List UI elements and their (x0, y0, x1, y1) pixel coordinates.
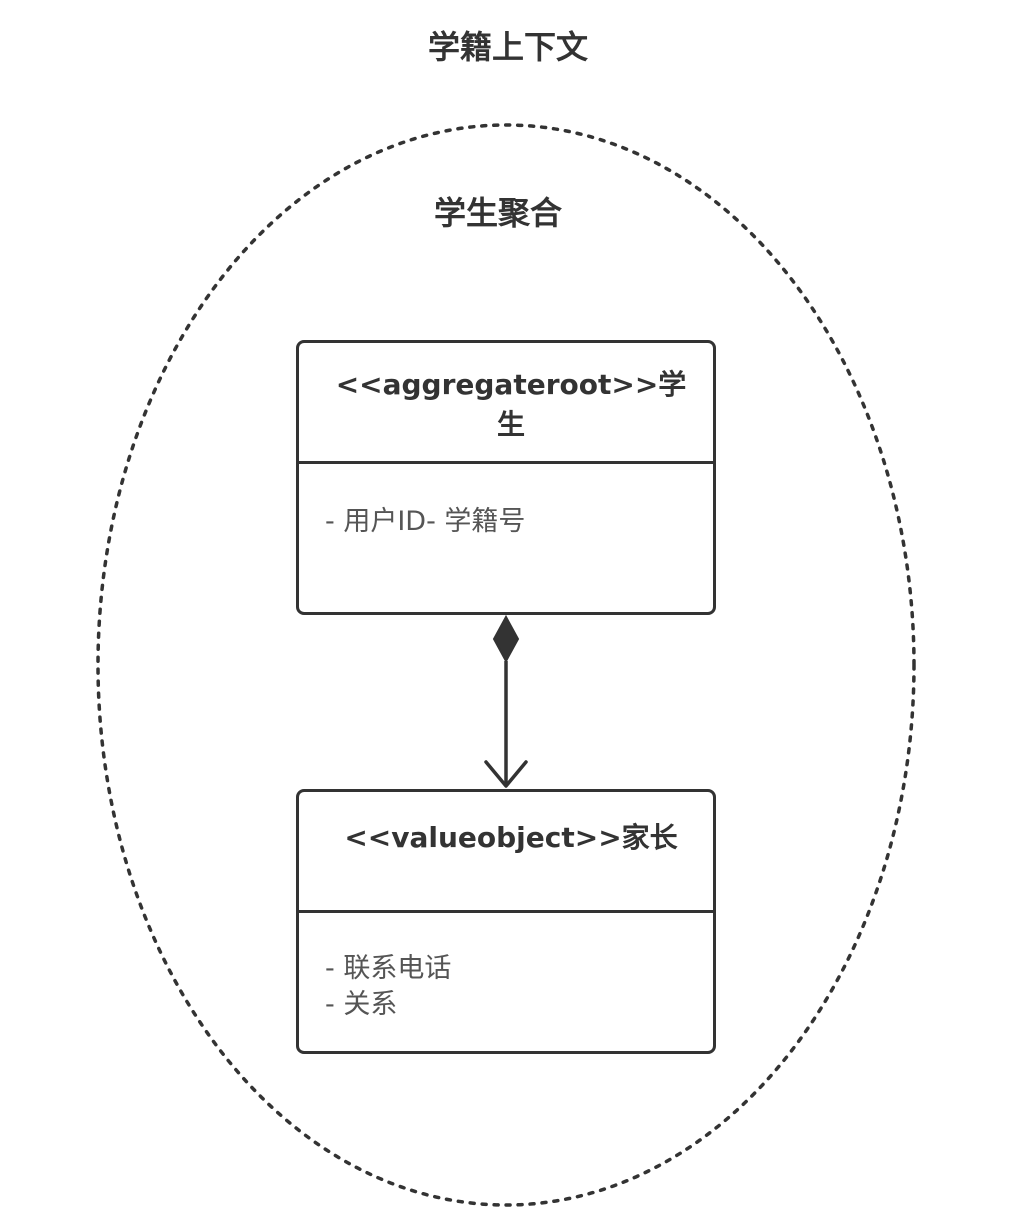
class-box-student: <<aggregateroot>>学生 - 用户ID- 学籍号 (296, 340, 716, 615)
composition-diamond (492, 614, 520, 664)
class-attributes: - 联系电话 - 关系 (299, 913, 713, 1023)
attribute-line: - 联系电话 (325, 953, 452, 984)
arrowhead (484, 760, 528, 788)
class-header: <<valueobject>>家长 (299, 792, 713, 913)
aggregate-title: 学生聚合 (433, 194, 562, 232)
context-title: 学籍上下文 (427, 28, 588, 66)
aggregate-boundary (96, 123, 916, 1207)
attribute-line: - 用户ID- 学籍号 (325, 506, 526, 537)
attribute-line: - 关系 (325, 989, 398, 1020)
class-attributes: - 用户ID- 学籍号 (299, 464, 713, 540)
composition-connector (484, 614, 528, 788)
class-header: <<aggregateroot>>学生 (299, 343, 713, 464)
class-box-parent: <<valueobject>>家长 - 联系电话 - 关系 (296, 789, 716, 1054)
